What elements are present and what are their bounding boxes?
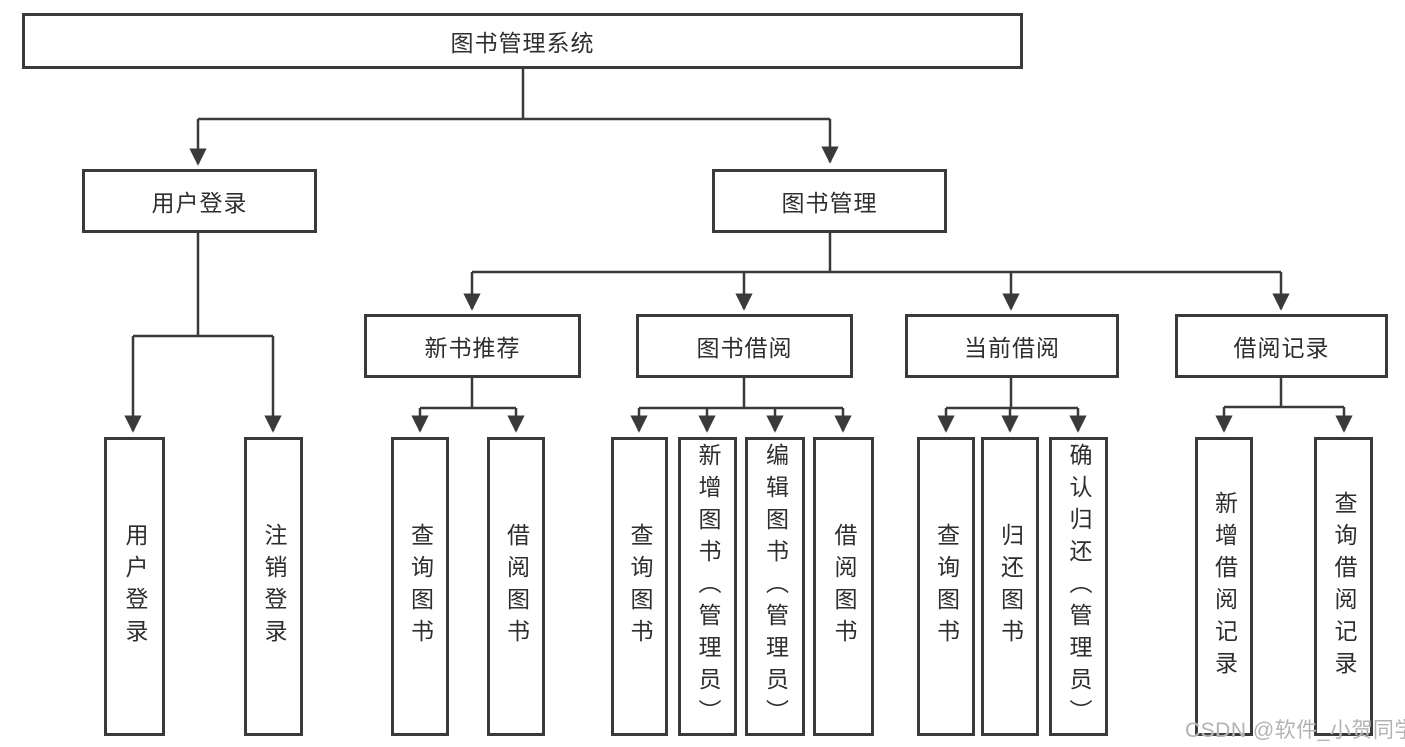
leaf-query-borrow-record: 查询借阅记录 — [1314, 437, 1373, 736]
leaf-label: 借阅图书 — [831, 522, 857, 651]
leaf-add-books-admin: 新增图书（管理员） — [678, 437, 737, 736]
leaf-label: 查询图书 — [933, 522, 960, 651]
node-user-login: 用户登录 — [82, 169, 317, 233]
leaf-label: 注销登录 — [261, 522, 287, 651]
leaf-query-books-current: 查询图书 — [917, 437, 975, 736]
leaf-label: 查询图书 — [627, 522, 653, 651]
leaf-label: 确认归还（管理员） — [1066, 442, 1092, 731]
node-book-management: 图书管理 — [712, 169, 947, 233]
node-current-borrow: 当前借阅 — [905, 314, 1119, 378]
leaf-borrow-books: 借阅图书 — [813, 437, 874, 736]
leaf-query-books-borrow: 查询图书 — [611, 437, 668, 736]
leaf-add-borrow-record: 新增借阅记录 — [1195, 437, 1253, 736]
node-new-book-recommend: 新书推荐 — [364, 314, 581, 378]
leaf-query-books-newbook: 查询图书 — [391, 437, 449, 736]
watermark: CSDN @软件_小贺同学 — [1185, 719, 1405, 742]
leaf-logout-login: 注销登录 — [244, 437, 303, 736]
leaf-user-login: 用户登录 — [104, 437, 165, 736]
leaf-label: 用户登录 — [122, 522, 148, 651]
leaf-label: 新增借阅记录 — [1211, 490, 1238, 683]
leaf-return-books: 归还图书 — [981, 437, 1039, 736]
leaf-label: 查询借阅记录 — [1331, 490, 1357, 683]
leaf-edit-books-admin: 编辑图书（管理员） — [745, 437, 805, 736]
leaf-label: 编辑图书（管理员） — [762, 442, 789, 731]
leaf-label: 新增图书（管理员） — [695, 442, 721, 731]
leaf-label: 归还图书 — [997, 522, 1024, 651]
leaf-borrow-books-newbook: 借阅图书 — [487, 437, 545, 736]
node-book-borrow: 图书借阅 — [636, 314, 853, 378]
node-library-system: 图书管理系统 — [22, 13, 1023, 69]
node-borrow-records: 借阅记录 — [1175, 314, 1388, 378]
leaf-label: 查询图书 — [407, 522, 434, 651]
leaf-label: 借阅图书 — [503, 522, 530, 651]
leaf-confirm-return-admin: 确认归还（管理员） — [1049, 437, 1108, 736]
